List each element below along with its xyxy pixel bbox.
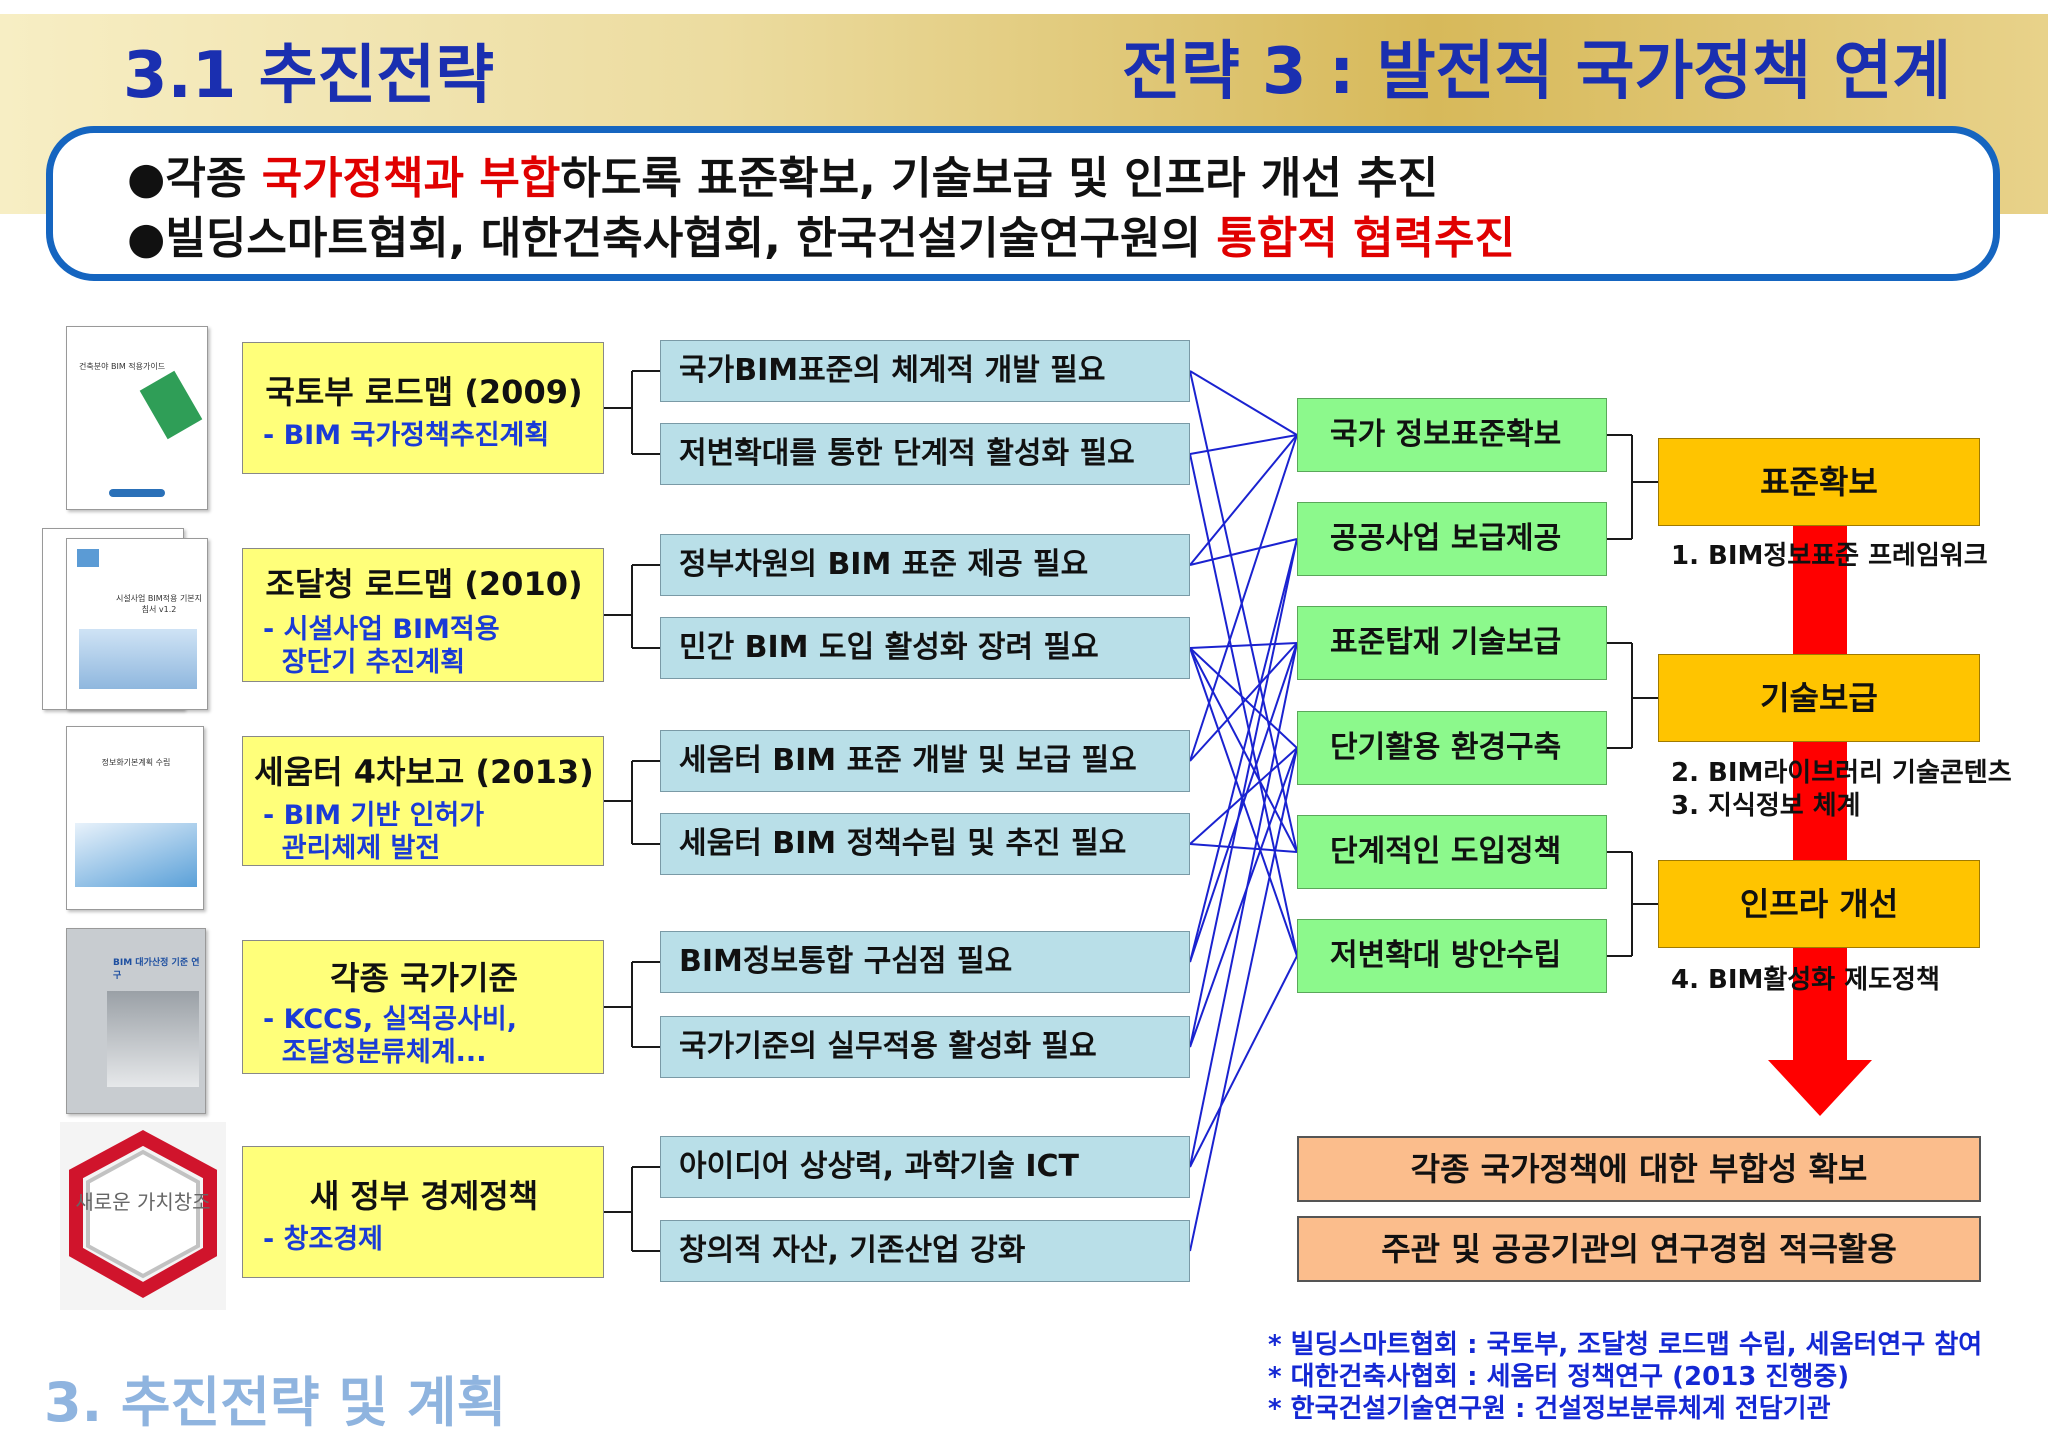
link-connector — [1189, 955, 1298, 1168]
summary-line-2: ●빌딩스마트협회, 대한건축사협회, 한국건설기술연구원의 통합적 협력추진 — [127, 213, 1515, 265]
logo-text: 새로운 가치창조 — [75, 1190, 211, 1214]
goal-box: 저변확대 방안수립 — [1297, 919, 1607, 993]
link-connector — [1189, 642, 1298, 762]
thumbnail-caption: 정보화기본계획 수립 — [101, 758, 171, 767]
link-connector — [1189, 642, 1298, 963]
need-box: 세움터 BIM 정책수립 및 추진 필요 — [660, 813, 1190, 875]
section-title: 3.1 추진전략 — [123, 39, 495, 113]
cover-image — [107, 991, 199, 1087]
goal-box: 국가 정보표준확보 — [1297, 398, 1607, 472]
link-connector — [1189, 747, 1298, 1048]
thumbnail-caption: 건축분야 BIM 적용가이드 — [79, 362, 166, 371]
summary-box: ●각종 국가정책과 부합하도록 표준확보, 기술보급 및 인프라 개선 추진 ●… — [46, 126, 2000, 281]
source-box: 조달청 로드맵 (2010) - 시설사업 BIM적용 장단기 추진계획 — [242, 548, 604, 682]
cover-image — [75, 823, 197, 887]
need-box: 국가BIM표준의 체계적 개발 필요 — [660, 340, 1190, 402]
link-connector — [1189, 434, 1298, 455]
source-subtitle: - KCCS, 실적공사비, 조달청분류체계... — [263, 1004, 518, 1068]
source-box: 국토부 로드맵 (2009) - BIM 국가정책추진계획 — [242, 342, 604, 474]
building-image — [79, 629, 197, 689]
category-box: 인프라 개선 — [1658, 860, 1980, 948]
link-connector — [1189, 453, 1298, 957]
document-thumbnail: 시설사업 BIM적용 기본지침서 v1.2 — [66, 538, 208, 710]
need-box: 정부차원의 BIM 표준 제공 필요 — [660, 534, 1190, 596]
thumbnail-caption: 시설사업 BIM적용 기본지침서 v1.2 — [115, 594, 203, 614]
need-box: 창의적 자산, 기존산업 강화 — [660, 1220, 1190, 1282]
link-connector — [1189, 642, 1298, 649]
source-subtitle: - BIM 국가정책추진계획 — [263, 420, 550, 451]
link-connector — [1189, 642, 1298, 1168]
link-connector — [1189, 647, 1298, 749]
thumbnail-caption: BIM 대가산정 기준 연구 — [113, 958, 200, 981]
source-box: 세움터 4차보고 (2013) - BIM 기반 인허가 관리체제 발전 — [242, 736, 604, 866]
need-box: 저변확대를 통한 단계적 활성화 필요 — [660, 423, 1190, 485]
link-connector — [1189, 434, 1298, 762]
source-title: 조달청 로드맵 (2010) — [265, 565, 583, 603]
link-connector — [1189, 434, 1298, 566]
source-title: 세움터 4차보고 (2013) — [254, 753, 594, 791]
goal-box: 표준탑재 기술보급 — [1297, 606, 1607, 680]
source-title: 각종 국가기준 — [330, 959, 518, 997]
category-detail: 4. BIM활성화 제도정책 — [1671, 965, 1940, 995]
category-box: 기술보급 — [1658, 654, 1980, 742]
strategy-title: 전략 3 : 발전적 국가정책 연계 — [1122, 35, 1952, 109]
goal-box: 단기활용 환경구축 — [1297, 711, 1607, 785]
link-connector — [1189, 538, 1298, 963]
source-box: 각종 국가기준 - KCCS, 실적공사비, 조달청분류체계... — [242, 940, 604, 1074]
source-box: 새 정부 경제정책 - 창조경제 — [242, 1146, 604, 1278]
source-subtitle: - BIM 기반 인허가 관리체제 발전 — [263, 800, 485, 864]
source-subtitle: - 시설사업 BIM적용 장단기 추진계획 — [263, 614, 500, 678]
category-detail: 2. BIM라이브러리 기술콘텐츠 — [1671, 758, 2012, 788]
link-connector — [1189, 538, 1298, 1048]
summary-highlight: 국가정책과 부합 — [261, 153, 561, 204]
bullet-icon: ● — [127, 153, 166, 204]
category-detail: 1. BIM정보표준 프레임워크 — [1671, 541, 1988, 571]
goal-box: 단계적인 도입정책 — [1297, 815, 1607, 889]
goal-box: 공공사업 보급제공 — [1297, 502, 1607, 576]
creative-economy-logo: 새로운 가치창조 — [60, 1122, 226, 1310]
document-thumbnail: 정보화기본계획 수립 — [66, 726, 204, 910]
device-image — [139, 370, 203, 440]
need-box: BIM정보통합 구심점 필요 — [660, 931, 1190, 993]
footnote: * 한국건설기술연구원 : 건설정보분류체계 전담기관 — [1268, 1394, 1831, 1424]
result-box: 주관 및 공공기관의 연구경험 적극활용 — [1297, 1216, 1981, 1282]
summary-text: 각종 — [165, 153, 262, 204]
hexagon-logo-icon — [69, 1130, 217, 1299]
link-connector — [1189, 538, 1298, 566]
link-connector — [1189, 843, 1298, 853]
logo — [109, 489, 165, 497]
need-box: 세움터 BIM 표준 개발 및 보급 필요 — [660, 730, 1190, 792]
category-detail: 3. 지식정보 체계 — [1671, 791, 1861, 821]
category-box: 표준확보 — [1658, 438, 1980, 526]
source-title: 국토부 로드맵 (2009) — [265, 373, 583, 411]
summary-text: 빌딩스마트협회, 대한건축사협회, 한국건설기술연구원의 — [165, 213, 1217, 264]
footnote: * 빌딩스마트협회 : 국토부, 조달청 로드맵 수립, 세움터연구 참여 — [1268, 1330, 1983, 1360]
footer-title: 3. 추진전략 및 계획 — [44, 1371, 507, 1434]
result-box: 각종 국가정책에 대한 부합성 확보 — [1297, 1136, 1981, 1202]
summary-text: 하도록 표준확보, 기술보급 및 인프라 개선 추진 — [560, 153, 1439, 204]
footnote: * 대한건축사협회 : 세움터 정책연구 (2013 진행중) — [1268, 1362, 1850, 1392]
source-subtitle: - 창조경제 — [263, 1224, 383, 1255]
need-box: 아이디어 상상력, 과학기술 ICT — [660, 1136, 1190, 1198]
document-thumbnail: 건축분야 BIM 적용가이드 — [66, 326, 208, 510]
link-connector — [1189, 747, 1298, 1252]
link-connector — [1189, 370, 1298, 436]
document-thumbnail: BIM 대가산정 기준 연구 — [66, 928, 206, 1114]
bullet-icon: ● — [127, 213, 166, 264]
summary-line-1: ●각종 국가정책과 부합하도록 표준확보, 기술보급 및 인프라 개선 추진 — [127, 153, 1438, 205]
need-box: 민간 BIM 도입 활성화 장려 필요 — [660, 617, 1190, 679]
source-title: 새 정부 경제정책 — [309, 1177, 539, 1215]
summary-highlight: 통합적 협력추진 — [1216, 213, 1515, 264]
logo — [77, 549, 99, 567]
need-box: 국가기준의 실무적용 활성화 필요 — [660, 1016, 1190, 1078]
